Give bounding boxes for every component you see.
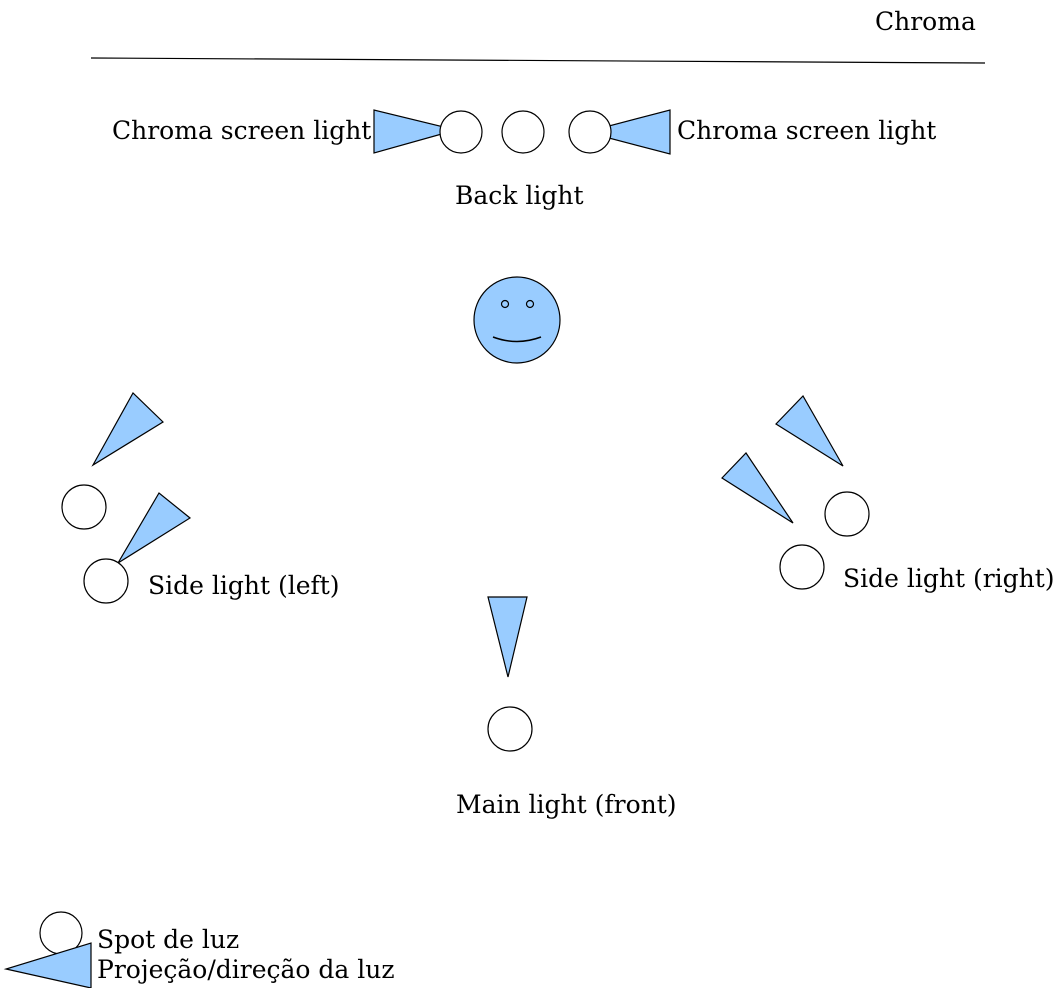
chroma-screen-light-right-label: Chroma screen light — [677, 116, 937, 145]
side-light-right-upper-projection-icon — [775, 395, 844, 467]
chroma-screen-line — [90, 57, 986, 64]
chroma-label: Chroma — [875, 7, 976, 36]
chroma-screen-light-left-spot-icon — [439, 110, 483, 154]
subject-mouth — [492, 336, 542, 343]
side-light-right-lower-projection-icon — [721, 452, 794, 524]
legend-projection-icon — [3, 942, 92, 988]
subject-left-eye — [500, 299, 510, 309]
side-light-right-upper-spot-icon — [824, 491, 870, 537]
subject-right-eye — [525, 299, 535, 309]
main-light-projection-icon — [487, 596, 528, 678]
side-light-left-lower-spot-icon — [83, 558, 129, 604]
main-light-spot-icon — [487, 706, 533, 752]
back-light-spot-icon — [501, 110, 545, 154]
legend-projection-label: Projeção/direção da luz — [97, 955, 395, 984]
subject-smiley-icon — [473, 276, 561, 364]
chroma-screen-light-left-projection-icon — [373, 109, 459, 154]
side-light-right-lower-spot-icon — [779, 544, 825, 590]
side-light-left-upper-projection-icon — [91, 392, 164, 467]
chroma-screen-light-right-spot-icon — [568, 110, 612, 154]
chroma-screen-light-left-label: Chroma screen light — [112, 116, 372, 145]
side-light-right-label: Side light (right) — [843, 564, 1055, 593]
legend-spot-label: Spot de luz — [97, 925, 240, 954]
back-light-label: Back light — [455, 181, 584, 210]
side-light-left-lower-projection-icon — [117, 492, 192, 564]
chroma-screen-light-right-projection-icon — [583, 109, 671, 155]
side-light-left-label: Side light (left) — [148, 571, 340, 600]
main-light-label: Main light (front) — [456, 790, 677, 819]
side-light-left-upper-spot-icon — [61, 484, 107, 530]
